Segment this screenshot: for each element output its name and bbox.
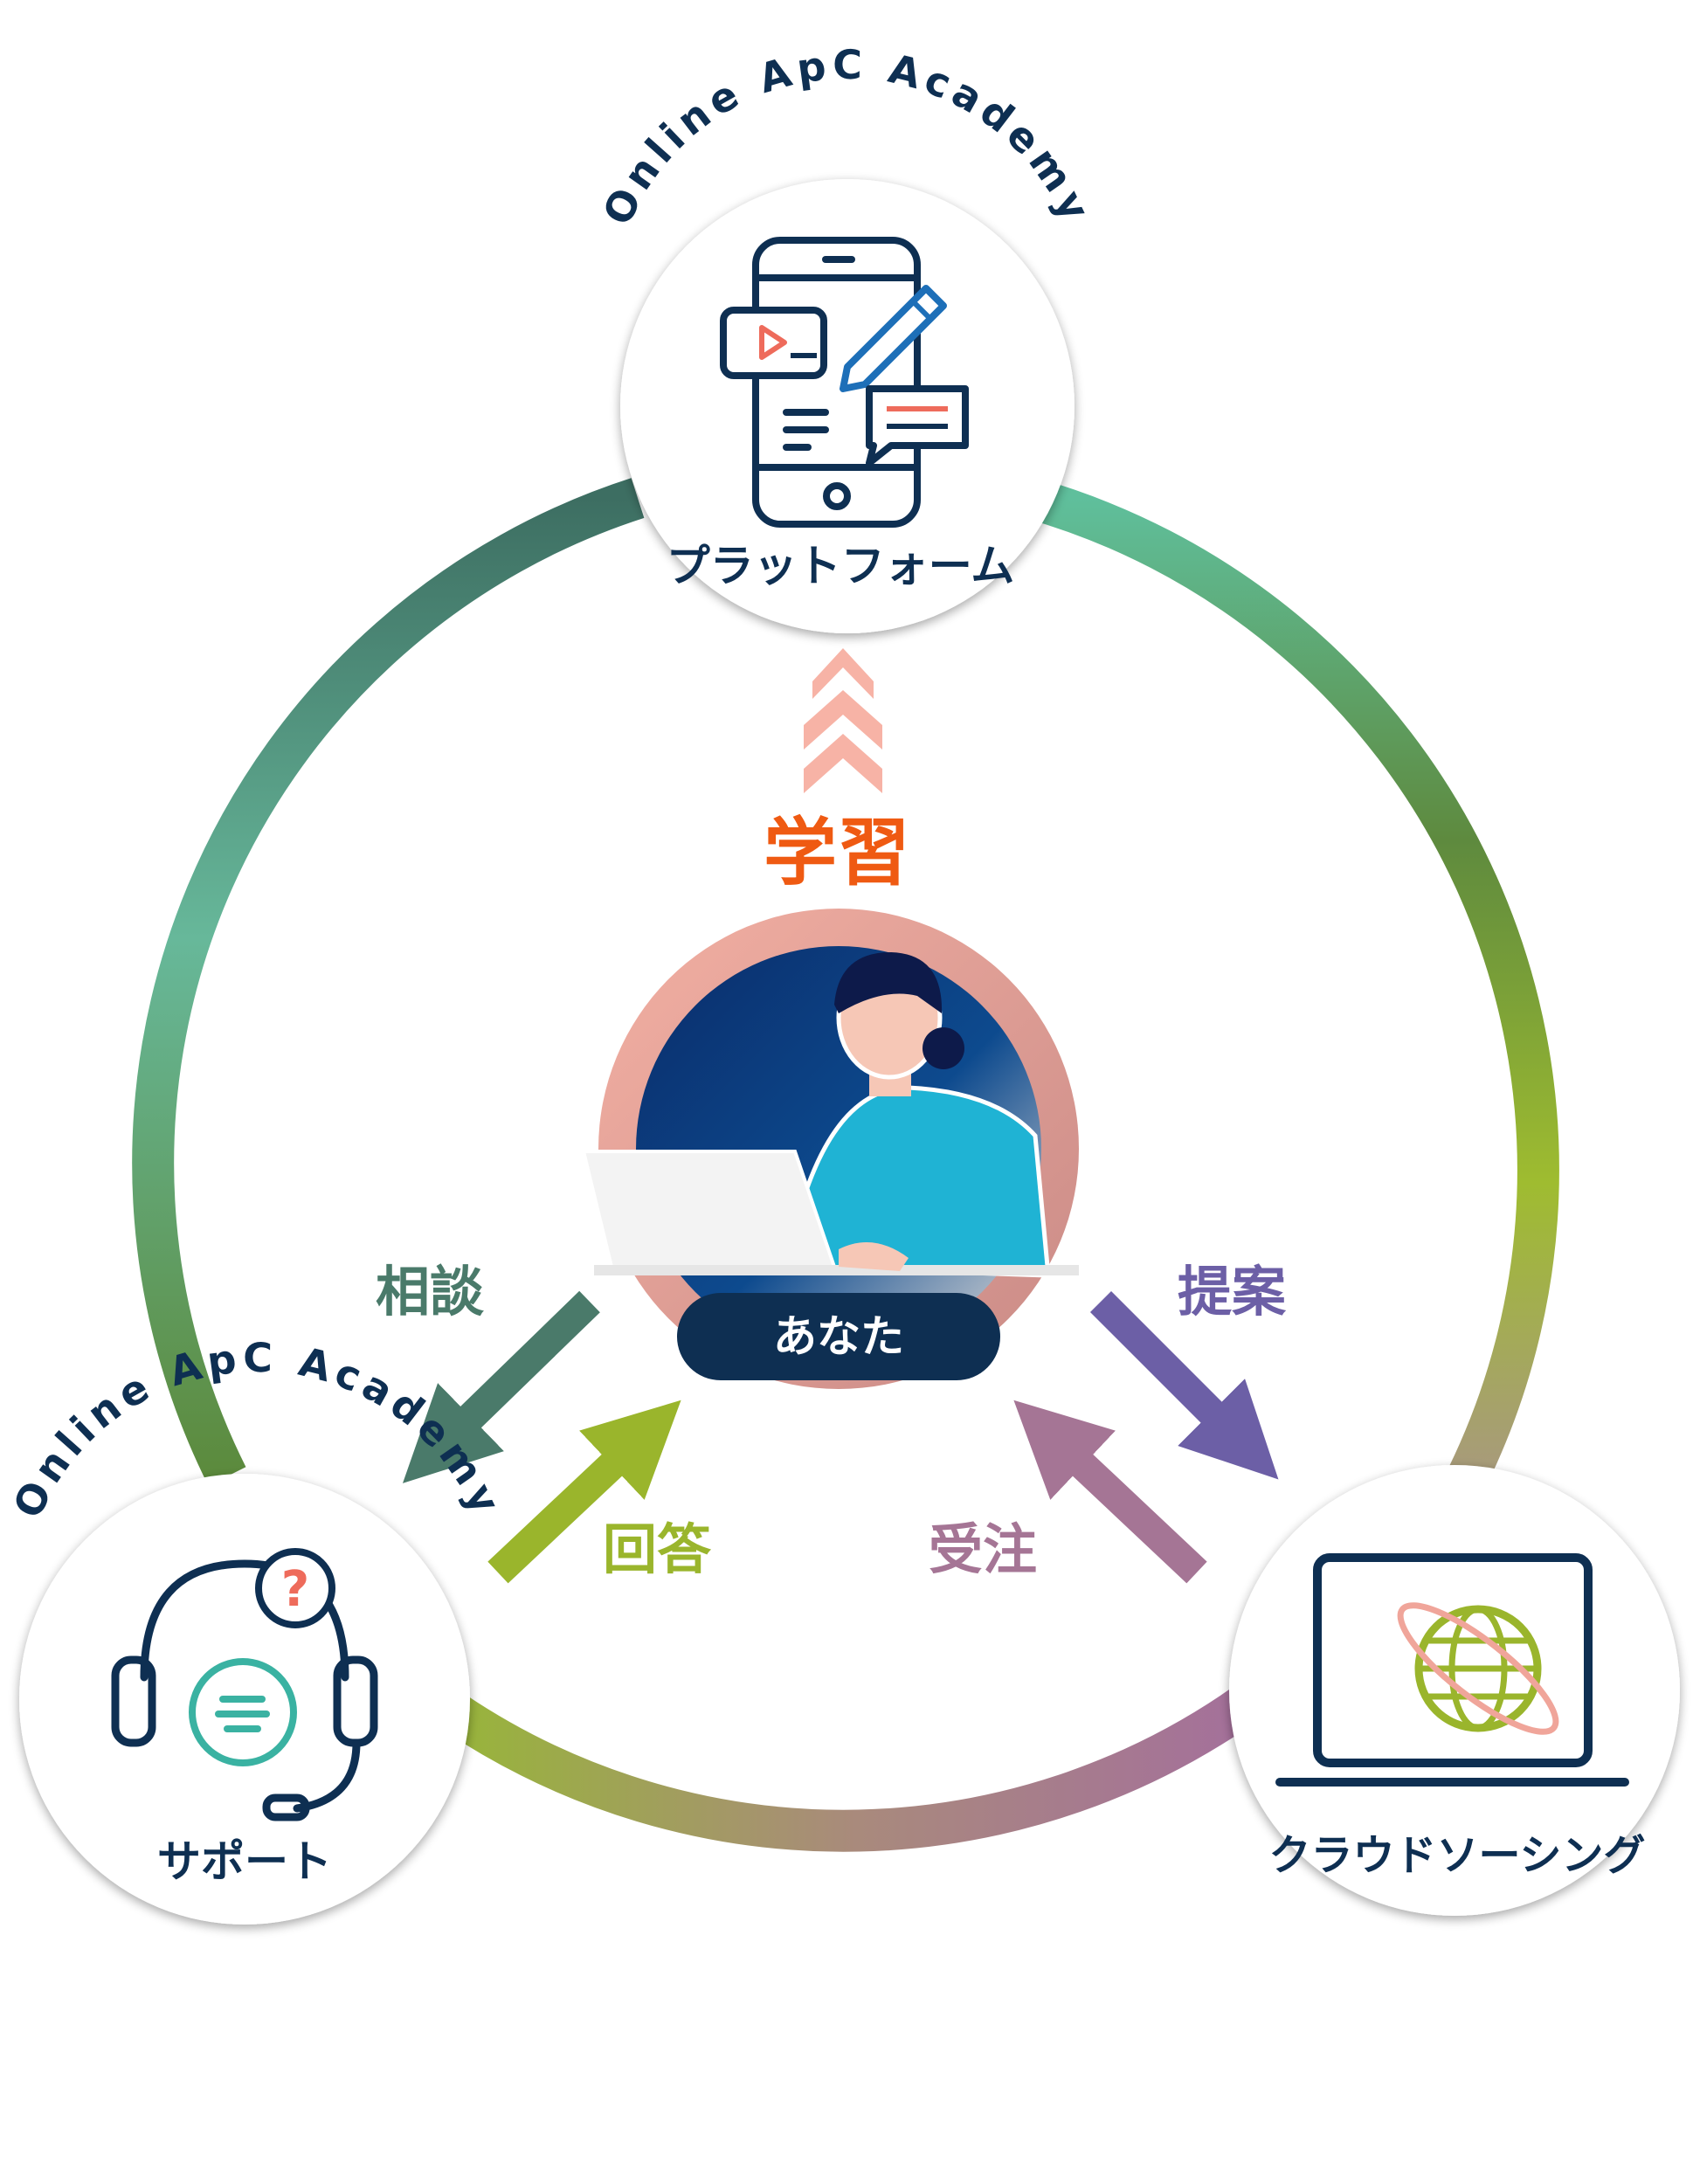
propose-arrow [1089, 1290, 1279, 1480]
support-node: Online ApC Academy ? サポート [3, 1334, 507, 1925]
svg-text:?: ? [281, 1561, 309, 1618]
order-label: 受注 [929, 1517, 1037, 1581]
chat-bubble-icon [189, 1658, 297, 1766]
video-play-icon [720, 307, 827, 379]
answer-arrow [487, 1400, 681, 1584]
consult-arrow [402, 1290, 600, 1483]
ring-arc-bottom [442, 1677, 1271, 1852]
globe-icon [1397, 1602, 1559, 1735]
support-label: サポート [157, 1836, 332, 1887]
center-node: あなた [581, 909, 1079, 1389]
smartphone-icon [752, 237, 921, 528]
crowdsourcing-label: クラウドソーシング [1268, 1831, 1645, 1880]
ring-arc-left [132, 478, 645, 1486]
platform-label: プラットフォーム [667, 541, 1015, 591]
platform-node: Online ApC Academy プラットフォーム [593, 41, 1096, 633]
you-badge [677, 1293, 1000, 1380]
answer-label: 回答 [603, 1517, 712, 1581]
cycle-ring [132, 477, 1559, 1852]
you-label: あなた [773, 1311, 904, 1362]
ring-arc-right [1025, 477, 1559, 1486]
relation-arrows [402, 1290, 1279, 1584]
headset-icon [111, 1559, 378, 1821]
chat-bubble-icon [866, 385, 969, 467]
propose-label: 提案 [1178, 1260, 1287, 1324]
question-icon: ? [255, 1548, 335, 1628]
crowdsourcing-node: クラウドソーシング [1229, 1465, 1680, 1916]
laptop-icon [1275, 1553, 1629, 1787]
person-at-laptop-illustration [581, 952, 1079, 1278]
learning-label: 学習 [764, 810, 910, 895]
order-arrow [1013, 1400, 1207, 1584]
pencil-icon [840, 285, 947, 392]
platform-circle [620, 179, 1075, 633]
consult-label: 相談 [376, 1260, 484, 1324]
learning-chevrons [804, 648, 882, 793]
